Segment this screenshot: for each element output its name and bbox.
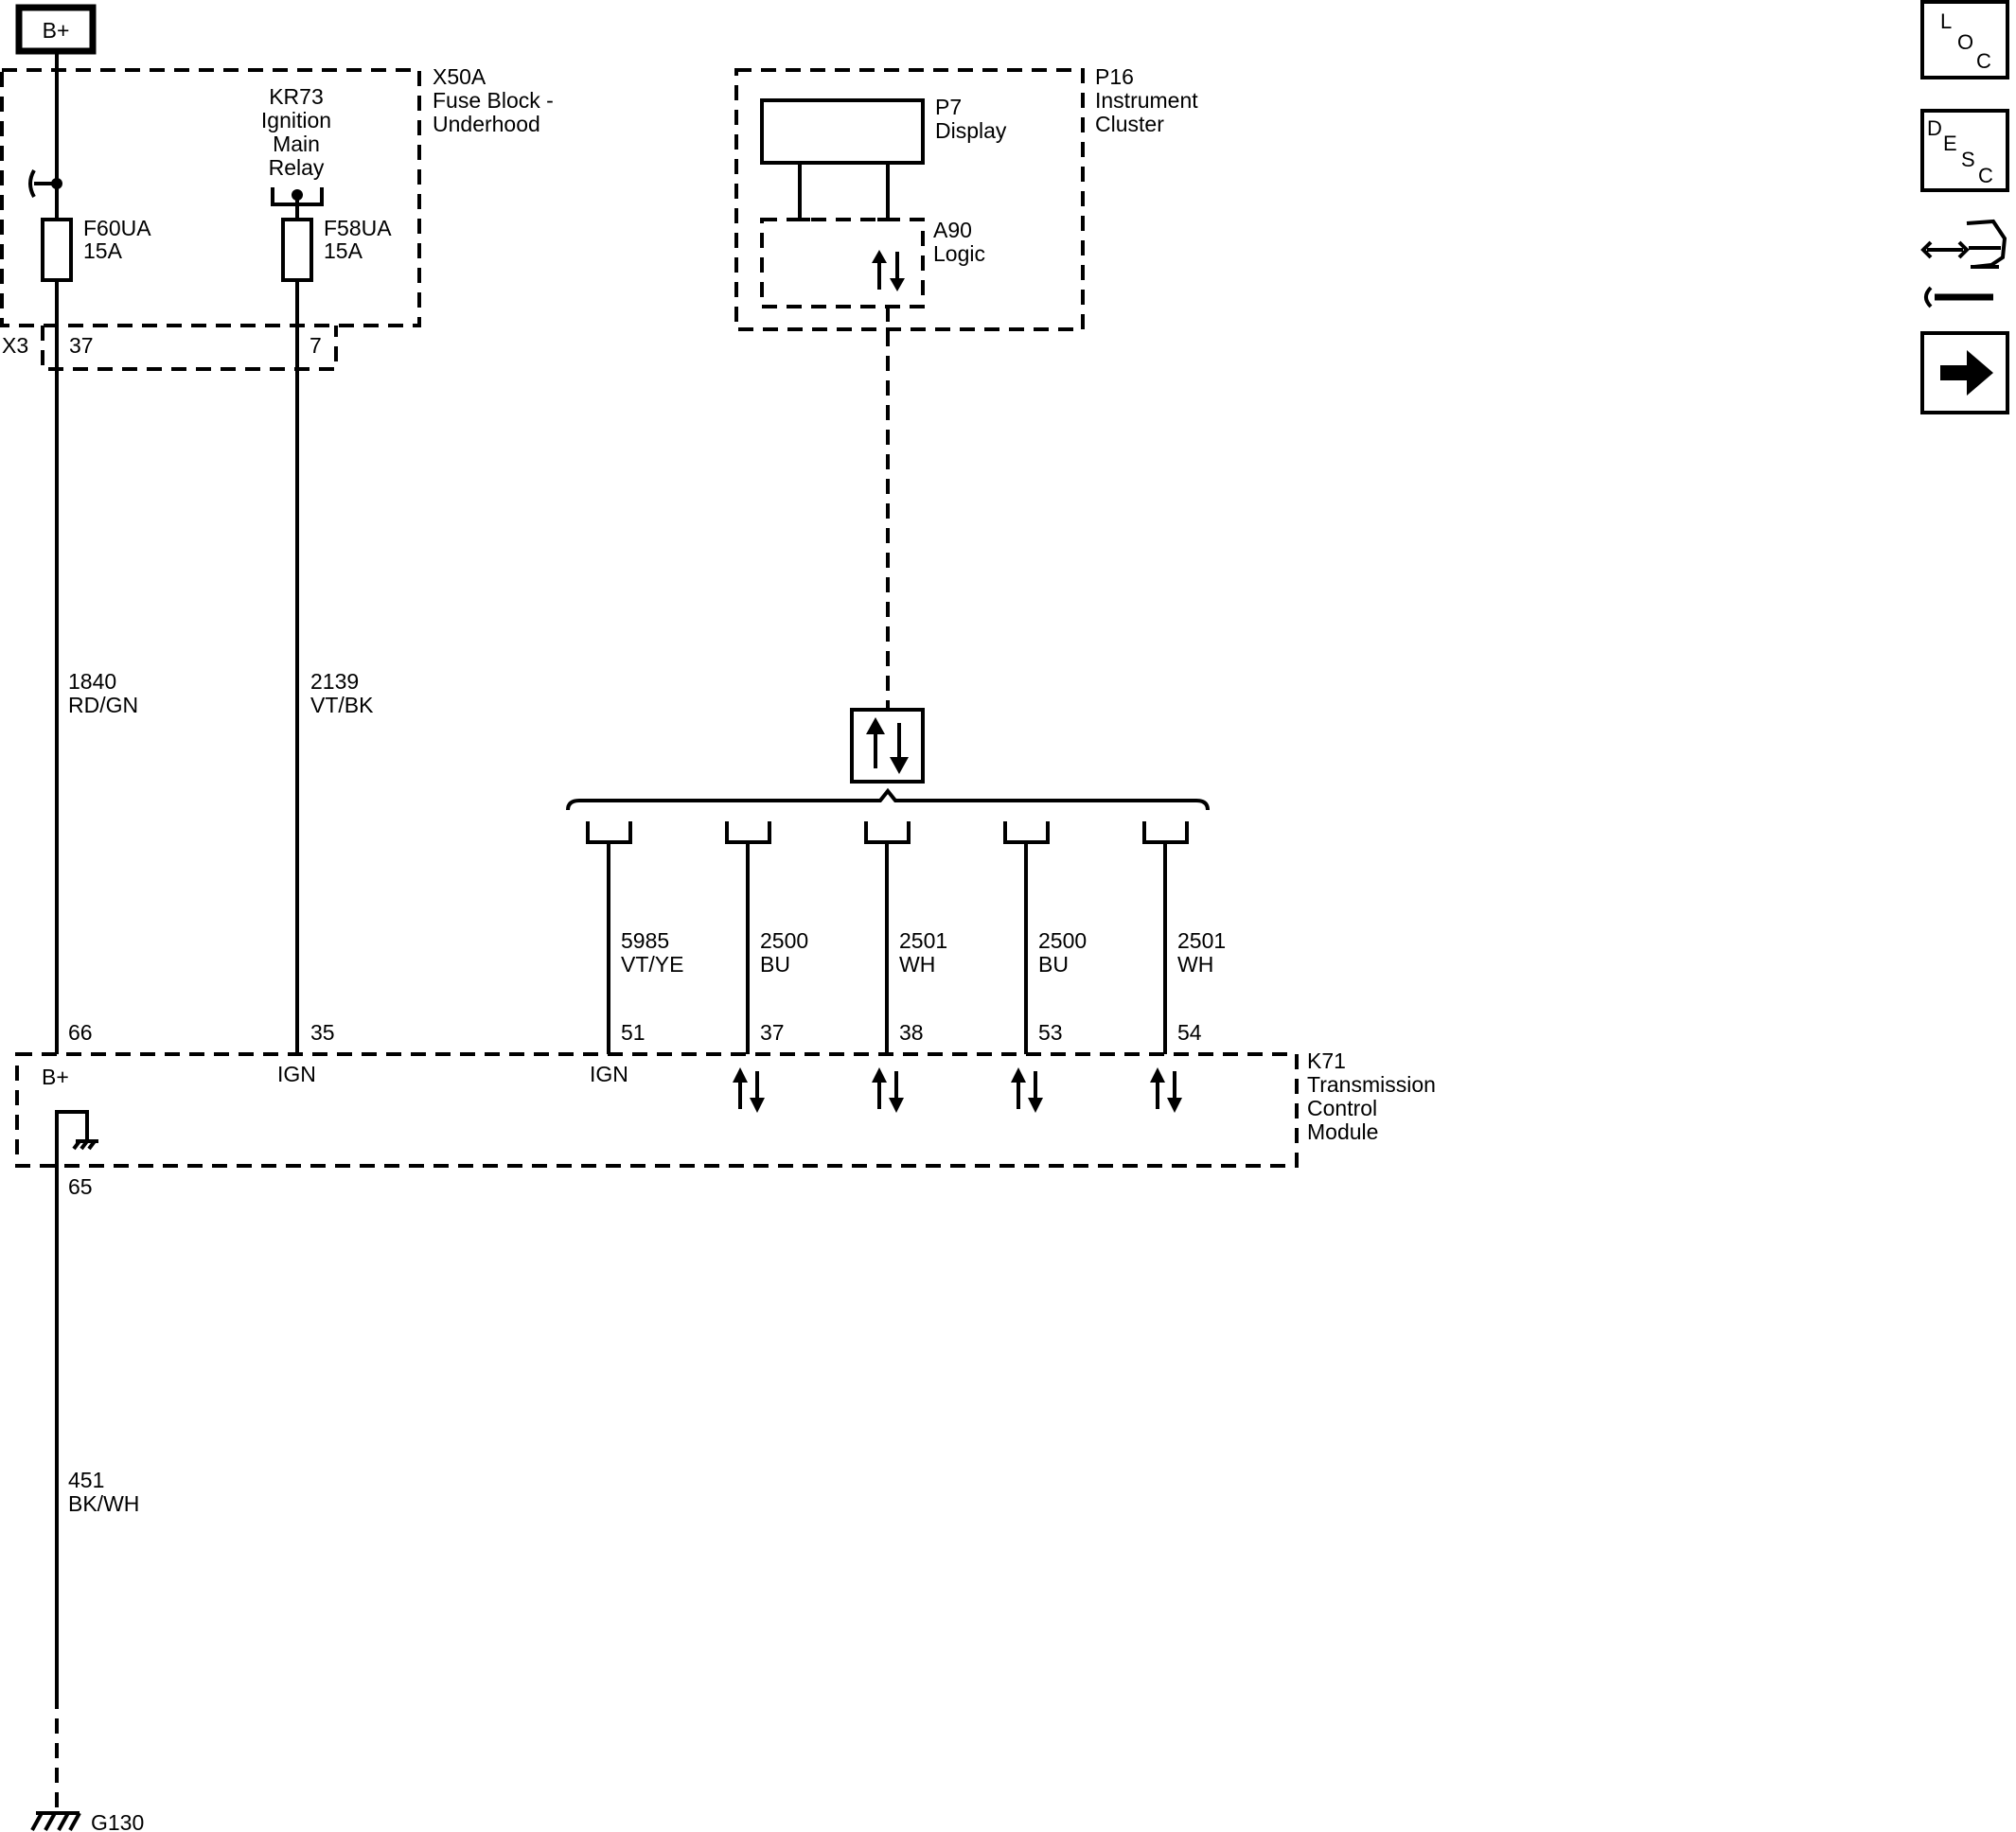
pin-51: 51 — [621, 1020, 645, 1045]
fuse-block-name: X50A — [433, 64, 486, 89]
display-box — [760, 98, 925, 165]
svg-text:C: C — [1976, 49, 1991, 73]
svg-text:C: C — [1978, 164, 1993, 187]
battery-label: B+ — [43, 18, 70, 43]
fuse-block-desc-1: Fuse Block - — [433, 88, 554, 113]
bus-connector-4 — [1003, 821, 1050, 844]
bus-connector-3 — [864, 821, 911, 844]
bus-bar-icon — [28, 169, 62, 198]
cluster-name: P16 — [1095, 64, 1134, 89]
relay-label-1: Ignition — [261, 108, 331, 132]
svg-text:O: O — [1957, 30, 1973, 54]
wire-5985-num: 5985 — [621, 928, 669, 953]
logic-data-arrows-icon — [872, 250, 905, 291]
relay-name: KR73 — [269, 84, 324, 109]
relay-label-2: Main — [273, 132, 320, 156]
wire-2501a-color: WH — [899, 952, 935, 977]
pin-54: 54 — [1177, 1020, 1202, 1045]
wire-2501b-color: WH — [1177, 952, 1213, 977]
pin-66: 66 — [68, 1020, 93, 1045]
logic-label: Logic — [933, 241, 985, 266]
data-arrows-icon-pin37 — [733, 1067, 765, 1113]
loc-icon: L — [1940, 9, 1952, 33]
pin-53: 53 — [1038, 1020, 1063, 1045]
battery-terminal: B+ — [15, 4, 97, 55]
next-button[interactable] — [1920, 331, 2009, 414]
fuse-a-name: F60UA — [83, 216, 151, 240]
transmission-control-module: K71 Transmission Control Module 66 35 51… — [15, 1020, 1436, 1199]
internal-ground-icon — [55, 1110, 98, 1166]
tcm-bplus-label: B+ — [42, 1065, 69, 1089]
bus-connector-5 — [1142, 821, 1189, 844]
desc-icon: D — [1927, 116, 1942, 140]
wire-2500a-num: 2500 — [760, 928, 808, 953]
wire-1840-num: 1840 — [68, 669, 116, 694]
bus-brace — [566, 787, 1210, 811]
cluster-label-2: Cluster — [1095, 112, 1164, 136]
fuse-b-rating: 15A — [324, 238, 363, 263]
desc-button[interactable]: D E S C — [1920, 109, 2009, 192]
pin-35: 35 — [310, 1020, 335, 1045]
ground-label: G130 — [91, 1810, 144, 1832]
wire-2139-num: 2139 — [310, 669, 359, 694]
wire-451-num: 451 — [68, 1468, 104, 1492]
next-arrow-icon — [1940, 350, 1993, 396]
tcm-name: K71 — [1307, 1048, 1346, 1073]
loc-button[interactable]: L O C — [1920, 0, 2009, 79]
fuse-b-name: F58UA — [324, 216, 392, 240]
wire-2501a-num: 2501 — [899, 928, 947, 953]
bus-splice — [850, 708, 925, 784]
tcm-label-2: Control — [1307, 1096, 1377, 1120]
display-name: P7 — [935, 95, 962, 119]
tcm-label-3: Module — [1307, 1119, 1378, 1144]
fuse-block: X50A Fuse Block - Underhood KR73 Ignitio… — [0, 64, 554, 371]
connector-wrench-button[interactable] — [1920, 219, 2007, 308]
display-label: Display — [935, 118, 1007, 143]
connector-x3: X3 — [2, 333, 28, 358]
fuse-a-rating: 15A — [83, 238, 123, 263]
pin-37-x3: 37 — [69, 333, 94, 358]
data-arrows-icon-pin38 — [872, 1067, 904, 1113]
bus-connector-1 — [586, 821, 632, 844]
pin-65: 65 — [68, 1174, 93, 1199]
connector-wrench-icon — [1920, 219, 2007, 308]
svg-text:S: S — [1961, 148, 1975, 171]
cluster-label-1: Instrument — [1095, 88, 1198, 113]
wire-2500a-color: BU — [760, 952, 790, 977]
instrument-cluster: P16 Instrument Cluster P7 Display A90 Lo… — [734, 64, 1198, 331]
wire-451-color: BK/WH — [68, 1491, 139, 1516]
wire-1840-color: RD/GN — [68, 693, 138, 717]
tcm-ign-label-2: IGN — [590, 1062, 628, 1086]
data-arrows-icon-pin53 — [1011, 1067, 1043, 1113]
svg-text:E: E — [1943, 132, 1957, 155]
wire-2500b-color: BU — [1038, 952, 1069, 977]
ground-g130-icon — [30, 1811, 81, 1831]
wire-5985-color: VT/YE — [621, 952, 683, 977]
pin-7-x3: 7 — [309, 333, 322, 358]
wire-2500b-num: 2500 — [1038, 928, 1087, 953]
relay-label-3: Relay — [269, 155, 325, 180]
pin-37: 37 — [760, 1020, 785, 1045]
tcm-ign-label-1: IGN — [277, 1062, 316, 1086]
fuse-f60ua-icon — [41, 218, 73, 282]
pin-38: 38 — [899, 1020, 924, 1045]
bus-connector-2 — [725, 821, 771, 844]
wire-2139-color: VT/BK — [310, 693, 374, 717]
logic-name: A90 — [933, 218, 972, 242]
tcm-label-1: Transmission — [1307, 1072, 1436, 1097]
fuse-f58ua-icon — [281, 218, 313, 282]
logic-box — [760, 218, 925, 308]
wire-2501b-num: 2501 — [1177, 928, 1226, 953]
data-arrows-icon-pin54 — [1150, 1067, 1182, 1113]
fuse-block-desc-2: Underhood — [433, 112, 540, 136]
